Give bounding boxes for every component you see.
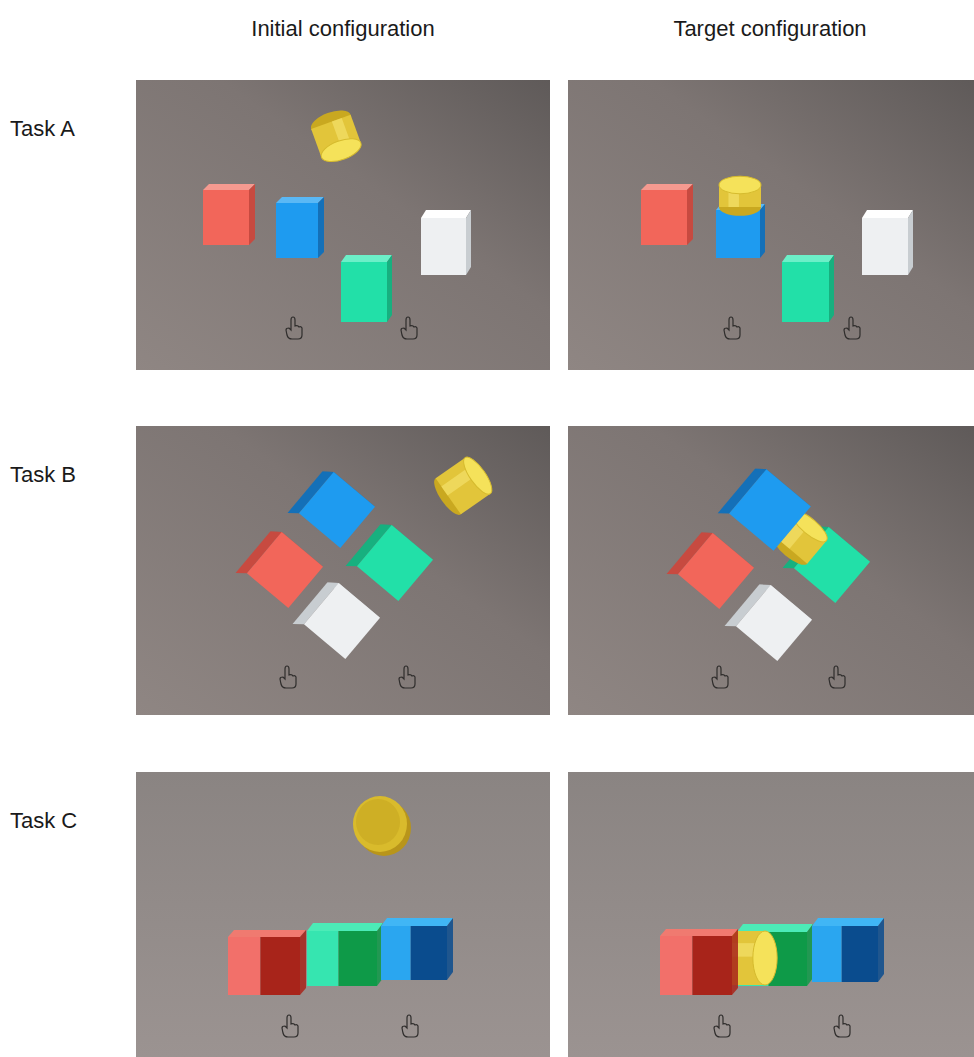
block-cube: [307, 923, 383, 986]
scene-panel: [136, 80, 550, 370]
row-label: Task C: [10, 808, 77, 834]
block-cube: [667, 527, 754, 614]
hand-icon: [712, 666, 728, 688]
hand-icon: [399, 666, 415, 688]
block-cube: [718, 463, 811, 556]
hand-icon: [724, 317, 740, 339]
hand-icon: [280, 666, 296, 688]
hand-icon: [402, 1015, 418, 1037]
scene-panel: [568, 426, 974, 715]
hand-icon: [844, 317, 860, 339]
block-cube: [346, 519, 433, 606]
block-cube: [236, 526, 323, 613]
block-cube: [421, 210, 471, 275]
scene-panel: [568, 772, 974, 1057]
row-label: Task B: [10, 462, 76, 488]
hand-icon: [714, 1015, 730, 1037]
block-cube: [228, 930, 306, 995]
block-cube: [293, 577, 380, 664]
yellow-cylinder: [353, 796, 411, 856]
block-cube: [288, 466, 375, 553]
block-cube: [276, 197, 324, 258]
row-label: Task A: [10, 116, 75, 142]
block-cube: [660, 929, 738, 995]
block-cube: [381, 918, 453, 980]
block-cube: [641, 184, 693, 245]
hand-icon: [286, 317, 302, 339]
hand-icon: [834, 1015, 850, 1037]
block-cube: [725, 579, 812, 666]
block-cube: [341, 255, 392, 322]
block-cube: [782, 255, 834, 322]
column-heading: Initial configuration: [251, 16, 434, 42]
block-cube: [862, 210, 913, 275]
column-heading: Target configuration: [673, 16, 866, 42]
block-cube: [812, 918, 884, 982]
hand-icon: [282, 1015, 298, 1037]
yellow-cylinder: [719, 176, 761, 216]
block-cube: [203, 184, 255, 245]
hand-icon: [401, 317, 417, 339]
scene-panel: [136, 772, 550, 1057]
yellow-cylinder: [308, 106, 364, 166]
yellow-cylinder: [429, 453, 496, 519]
scene-panel: [568, 80, 974, 370]
hand-icon: [829, 666, 845, 688]
scene-panel: [136, 426, 550, 715]
